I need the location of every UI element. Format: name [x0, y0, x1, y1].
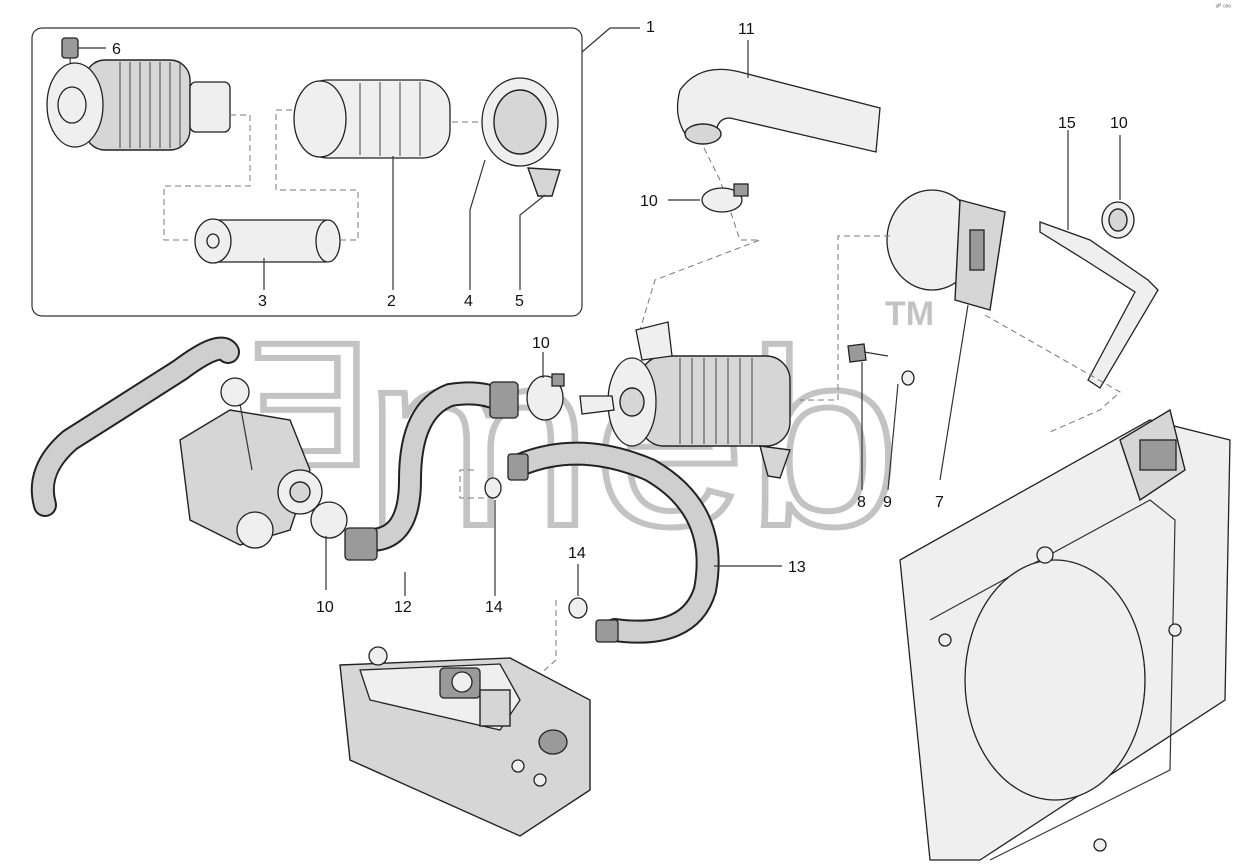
- callout-10-lower: 10: [316, 599, 334, 616]
- part-10-clamp-lower: [310, 501, 348, 539]
- drawing-code: ᵉᴾ ᵒᵒᵉ: [1215, 4, 1231, 11]
- callout-7: 7: [935, 494, 944, 511]
- callout-11: 11: [738, 21, 755, 38]
- callout-5: 5: [515, 293, 524, 310]
- callout-10-top: 10: [640, 193, 658, 210]
- leader-1: [581, 27, 640, 53]
- part-2-filter-element: [293, 79, 451, 159]
- part-15-bracket: [1039, 221, 1159, 389]
- part-9-washer: [901, 370, 915, 386]
- part-7-mounting-band: [886, 189, 1006, 311]
- callout-14-upper: 14: [568, 545, 586, 562]
- callout-12: 12: [394, 599, 412, 616]
- part-12-turbo-hose: [344, 381, 519, 561]
- part-14-clip-upper: [484, 477, 502, 499]
- callout-6: 6: [112, 41, 121, 58]
- turbocharger: [179, 377, 323, 549]
- callout-3: 3: [258, 293, 267, 310]
- callout-labels: 1 2 3 4 5 6 7 8 9 10 10 10 10 11 12 13 1…: [112, 19, 1128, 616]
- part-8-bolt: [847, 343, 889, 363]
- callout-8: 8: [857, 494, 866, 511]
- air-cleaner-assembly: [579, 321, 791, 479]
- callout-13: 13: [788, 559, 806, 576]
- callout-15: 15: [1058, 115, 1076, 132]
- callout-1: 1: [646, 19, 655, 36]
- part-10-clamp-center: [526, 373, 565, 421]
- intake-pipe-left: [30, 336, 240, 517]
- part-11-intake-elbow: [676, 68, 881, 153]
- part-10-clamp-top: [701, 183, 749, 213]
- radiator-shroud: [899, 408, 1231, 861]
- part-3-inner-filter: [194, 218, 341, 264]
- valve-cover: [339, 646, 591, 837]
- callout-4: 4: [464, 293, 473, 310]
- part-10-clamp-right: [1101, 201, 1135, 239]
- callout-10-center: 10: [532, 335, 550, 352]
- callout-9: 9: [883, 494, 892, 511]
- callout-10-right: 10: [1110, 115, 1128, 132]
- callout-2: 2: [387, 293, 396, 310]
- part-4-cover: [481, 77, 561, 197]
- kit-group-frame: [31, 27, 583, 317]
- callout-14-lower: 14: [485, 599, 503, 616]
- part-13-breather-hose: [507, 441, 720, 644]
- part-14-clip-lower: [568, 597, 588, 619]
- air-filter-housing: [46, 59, 231, 151]
- watermark-tm: TM: [885, 295, 934, 333]
